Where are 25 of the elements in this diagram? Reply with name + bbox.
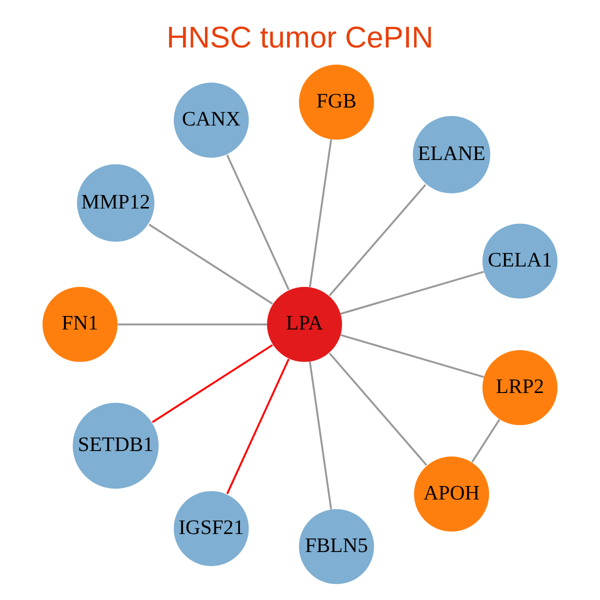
connector	[471, 419, 500, 463]
node-circle: CELA1	[482, 224, 558, 299]
connector	[152, 344, 274, 423]
node-circle: FBLN5	[298, 509, 374, 584]
node-circle: LPA	[267, 286, 342, 362]
connector	[308, 139, 332, 288]
connector	[308, 361, 332, 510]
node-circle: SETDB1	[72, 402, 159, 489]
node-circle: ELANE	[412, 116, 490, 194]
diagram-title: HNSC tumor CePIN	[166, 21, 434, 54]
connector	[226, 358, 290, 494]
node-circle: CANX	[174, 82, 249, 158]
connector	[340, 270, 484, 315]
node-circle: FN1	[42, 286, 118, 362]
node-circle: LRP2	[482, 350, 558, 426]
connector	[118, 323, 267, 326]
connector	[148, 224, 274, 305]
connector	[340, 334, 484, 378]
connector	[328, 352, 428, 466]
node-circle: APOH	[414, 456, 490, 532]
node-circle: IGSF21	[174, 491, 249, 566]
node-circle: FGB	[298, 64, 374, 140]
connector	[328, 184, 426, 296]
node-circle: MMP12	[76, 164, 154, 242]
connector	[226, 154, 290, 290]
